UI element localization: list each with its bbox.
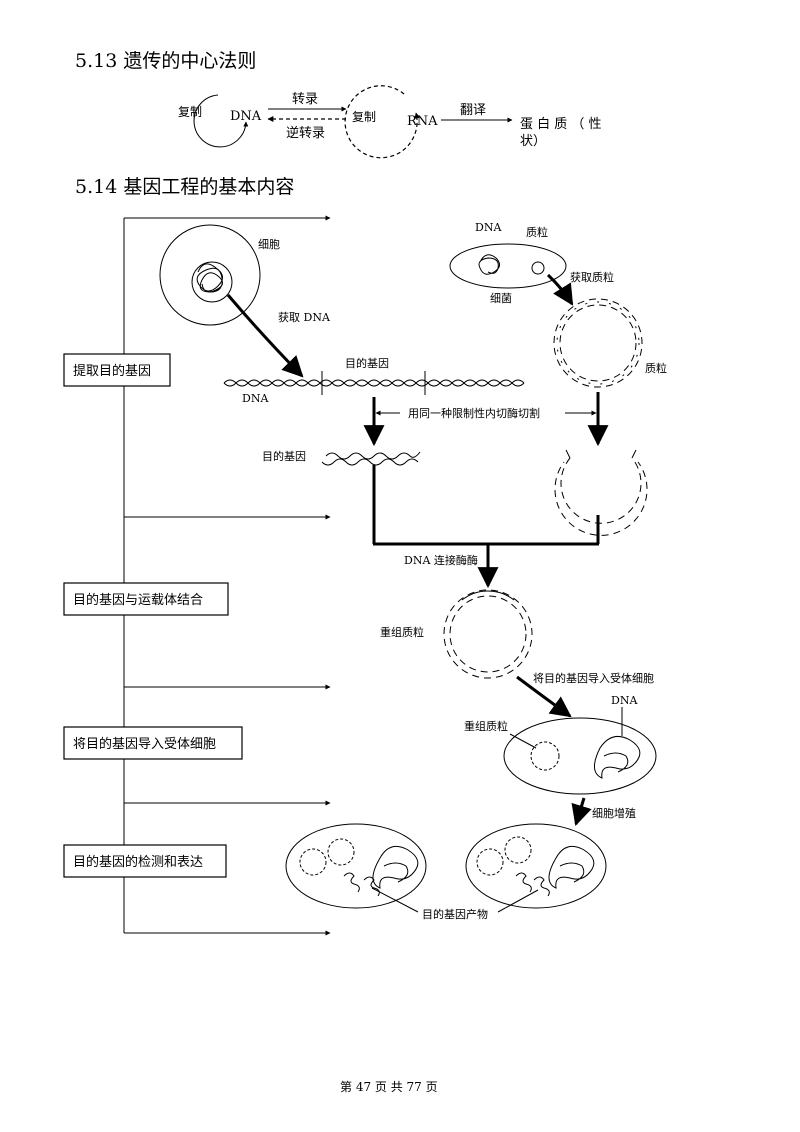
step-box-combine: 目的基因与运载体结合: [64, 583, 228, 615]
reverse-transcription-label: 逆转录: [286, 125, 325, 141]
target-gene-top-label: 目的基因: [345, 356, 389, 370]
recomb-in-cell-label: 重组质粒: [464, 719, 508, 733]
cell-label: 细胞: [258, 238, 280, 251]
introduce-label: 将目的基因导入受体细胞: [533, 671, 654, 685]
host-dna-label: DNA: [611, 694, 638, 707]
plasmid-top-label: 质粒: [526, 225, 548, 239]
target-gene-fragment: [322, 452, 420, 465]
protein-label-line2: 状）: [520, 134, 546, 149]
bacteria-dna-label: DNA: [475, 221, 502, 234]
ligase-label: DNA 连接酶酶: [404, 554, 478, 567]
dna-double-helix: [224, 371, 524, 395]
replication-left-label: 复制: [178, 105, 202, 119]
recomb-in-cell-pointer: [510, 734, 536, 748]
host-chromosome-icon: [594, 736, 639, 778]
recombinant-plasmid: [444, 590, 532, 678]
ligation-connector: [373, 465, 599, 586]
dna-label: DNA: [230, 109, 262, 124]
dna-strand-label: DNA: [242, 392, 269, 405]
plasmid-right-label: 质粒: [645, 361, 667, 375]
cut-enzyme-label: 用同一种限制性内切酶切割: [408, 406, 540, 420]
target-gene-cut-label: 目的基因: [262, 449, 306, 463]
step-combine-label: 目的基因与运载体结合: [73, 592, 203, 608]
proliferation-label: 细胞增殖: [592, 806, 636, 820]
proliferation-arrow: [576, 798, 584, 824]
host-cell: [504, 718, 656, 794]
step-box-introduce: 将目的基因导入受体细胞: [64, 727, 242, 759]
plasmid-ring: [554, 299, 642, 387]
step-introduce-label: 将目的基因导入受体细胞: [73, 736, 216, 752]
daughter-cell-left: [286, 824, 426, 908]
product-pointer-right: [498, 890, 538, 912]
section-514-title: 5.14 基因工程的基本内容: [75, 176, 294, 198]
gene-product-icon: [344, 873, 379, 896]
step-extract-label: 提取目的基因: [73, 363, 151, 379]
protein-label-line1: 蛋 白 质 （ 性: [520, 116, 602, 132]
gene-product-label: 目的基因产物: [422, 907, 488, 921]
get-dna-arrow: [228, 295, 302, 376]
get-dna-label: 获取 DNA: [278, 311, 331, 324]
get-plasmid-arrow: [548, 275, 572, 304]
transcription-label: 转录: [292, 92, 318, 107]
section-513-title: 5.13 遗传的中心法则: [75, 50, 256, 72]
source-cell: [160, 225, 260, 325]
bacterium: [450, 244, 566, 288]
rna-label: RNA: [407, 114, 438, 129]
bacterial-dna-icon: [479, 255, 500, 274]
chromosome-tangle-icon: [197, 264, 222, 292]
translation-label: 翻译: [460, 103, 486, 118]
opened-plasmid: [555, 450, 647, 535]
step-box-detect: 目的基因的检测和表达: [64, 845, 226, 877]
page-number: 第 47 页 共 77 页: [340, 1080, 438, 1094]
process-bracket: [124, 218, 330, 933]
step-detect-label: 目的基因的检测和表达: [73, 854, 203, 870]
recombinant-plasmid-label: 重组质粒: [380, 625, 424, 639]
daughter-cell-right: [466, 824, 606, 908]
get-plasmid-label: 获取质粒: [570, 270, 614, 284]
step-box-extract: 提取目的基因: [64, 354, 170, 386]
replication-right-label: 复制: [352, 110, 376, 124]
small-plasmid-icon: [532, 262, 544, 274]
bacteria-label: 细菌: [490, 292, 512, 305]
